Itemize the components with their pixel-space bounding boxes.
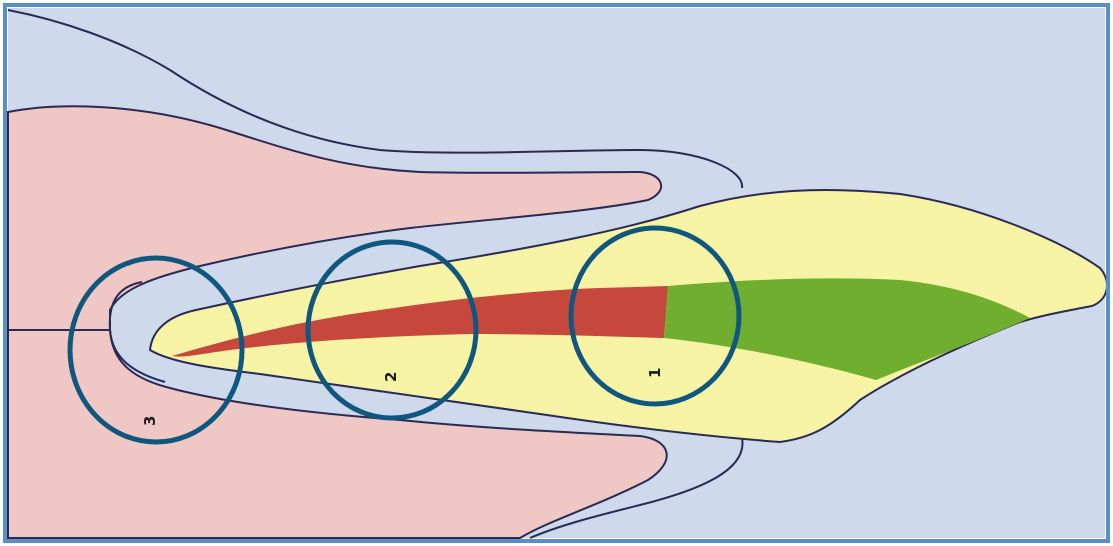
region-label-3: 3 (141, 416, 159, 426)
region-label-2: 2 (382, 372, 400, 382)
region-label-1: 1 (646, 368, 664, 378)
